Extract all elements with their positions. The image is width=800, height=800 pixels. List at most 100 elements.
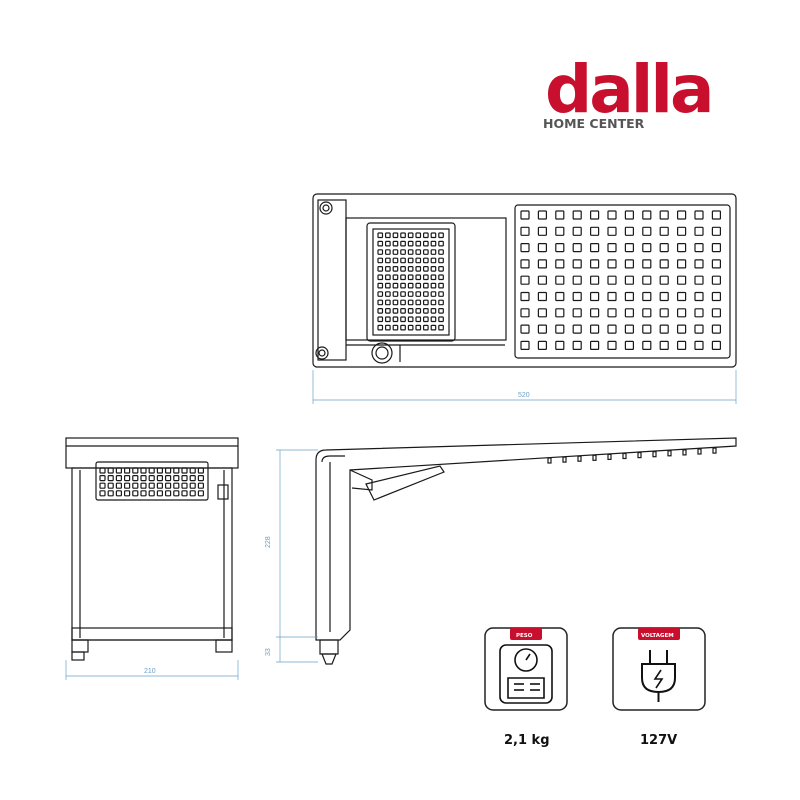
nozzle (392, 249, 399, 255)
nozzle (438, 299, 444, 306)
nozzle (438, 308, 444, 314)
nozzle (377, 299, 384, 306)
nozzle (165, 490, 172, 497)
nozzle (694, 259, 704, 269)
nozzle (520, 243, 530, 253)
nozzle (392, 232, 399, 239)
nozzle (385, 324, 391, 331)
nozzle (711, 340, 722, 350)
dimension-height-label: 228 (265, 536, 272, 548)
nozzle (607, 291, 617, 302)
side-nozzle (637, 452, 642, 459)
nozzle (694, 226, 704, 236)
brand-logo: dalla HOME CENTER (543, 51, 715, 131)
nozzle (140, 467, 147, 474)
nozzle (676, 275, 687, 285)
nozzle (607, 259, 617, 269)
knob-icon-center (371, 342, 393, 364)
nozzle (520, 308, 530, 318)
nozzle (189, 490, 196, 497)
nozzle (642, 275, 652, 285)
nozzle (555, 243, 565, 253)
nozzle (407, 308, 414, 314)
nozzle (537, 210, 548, 220)
nozzle (694, 291, 704, 302)
nozzle (385, 257, 391, 264)
nozzle (520, 226, 530, 236)
nozzle (189, 482, 196, 489)
nozzle (400, 266, 406, 272)
nozzle (407, 240, 414, 247)
nozzle (107, 467, 114, 474)
nozzle (607, 324, 617, 334)
nozzle (572, 291, 582, 302)
nozzle (624, 226, 635, 236)
nozzle (392, 240, 399, 247)
nozzle (165, 482, 172, 489)
nozzle (415, 282, 422, 289)
nozzle (415, 240, 422, 247)
nozzle (537, 308, 548, 318)
spec-voltage: VOLTAGEM 127V (612, 627, 706, 748)
side-nozzle (697, 448, 702, 455)
nozzle (407, 316, 414, 323)
knob-icon-top (319, 201, 333, 215)
nozzle (423, 291, 429, 297)
nozzle (430, 232, 437, 239)
nozzle (140, 475, 147, 482)
nozzle (165, 467, 172, 474)
nozzle (123, 490, 131, 497)
nozzle (711, 308, 722, 318)
nozzle (377, 266, 384, 272)
nozzle (430, 240, 437, 247)
nozzle (173, 467, 180, 474)
nozzle (659, 340, 669, 350)
nozzle (107, 482, 114, 489)
nozzle (377, 257, 384, 264)
nozzle (173, 482, 180, 489)
nozzle (555, 226, 565, 236)
nozzle (407, 291, 414, 297)
nozzle (423, 316, 429, 323)
nozzle (676, 324, 687, 334)
nozzle (377, 324, 384, 331)
nozzle (438, 324, 444, 331)
nozzle (607, 340, 617, 350)
nozzle (624, 243, 635, 253)
nozzle (392, 282, 399, 289)
nozzle (148, 475, 155, 482)
nozzle (438, 291, 444, 297)
plug-icon (641, 650, 676, 702)
nozzle (392, 316, 399, 323)
nozzle (711, 291, 722, 302)
nozzle (438, 282, 444, 289)
nozzle (132, 490, 139, 497)
nozzle (423, 266, 429, 272)
nozzle (572, 243, 582, 253)
front-nozzle-grid (99, 467, 204, 497)
nozzle (711, 259, 722, 269)
nozzle (415, 274, 422, 281)
nozzle (415, 291, 422, 297)
nozzle (676, 291, 687, 302)
side-nozzle-row (547, 447, 717, 464)
nozzle (423, 274, 429, 281)
nozzle (642, 210, 652, 220)
nozzle (377, 232, 384, 239)
nozzle (642, 340, 652, 350)
nozzle (181, 482, 188, 489)
dimension-height (276, 449, 318, 663)
nozzle (415, 324, 422, 331)
nozzle (572, 308, 582, 318)
nozzle (555, 340, 565, 350)
side-nozzle (562, 456, 567, 463)
nozzle (423, 308, 429, 314)
nozzle (520, 324, 530, 334)
nozzle (423, 324, 429, 331)
nozzle (607, 275, 617, 285)
nozzle (555, 259, 565, 269)
nozzle (400, 232, 406, 239)
nozzle (400, 308, 406, 314)
nozzle (676, 340, 687, 350)
nozzle (676, 308, 687, 318)
